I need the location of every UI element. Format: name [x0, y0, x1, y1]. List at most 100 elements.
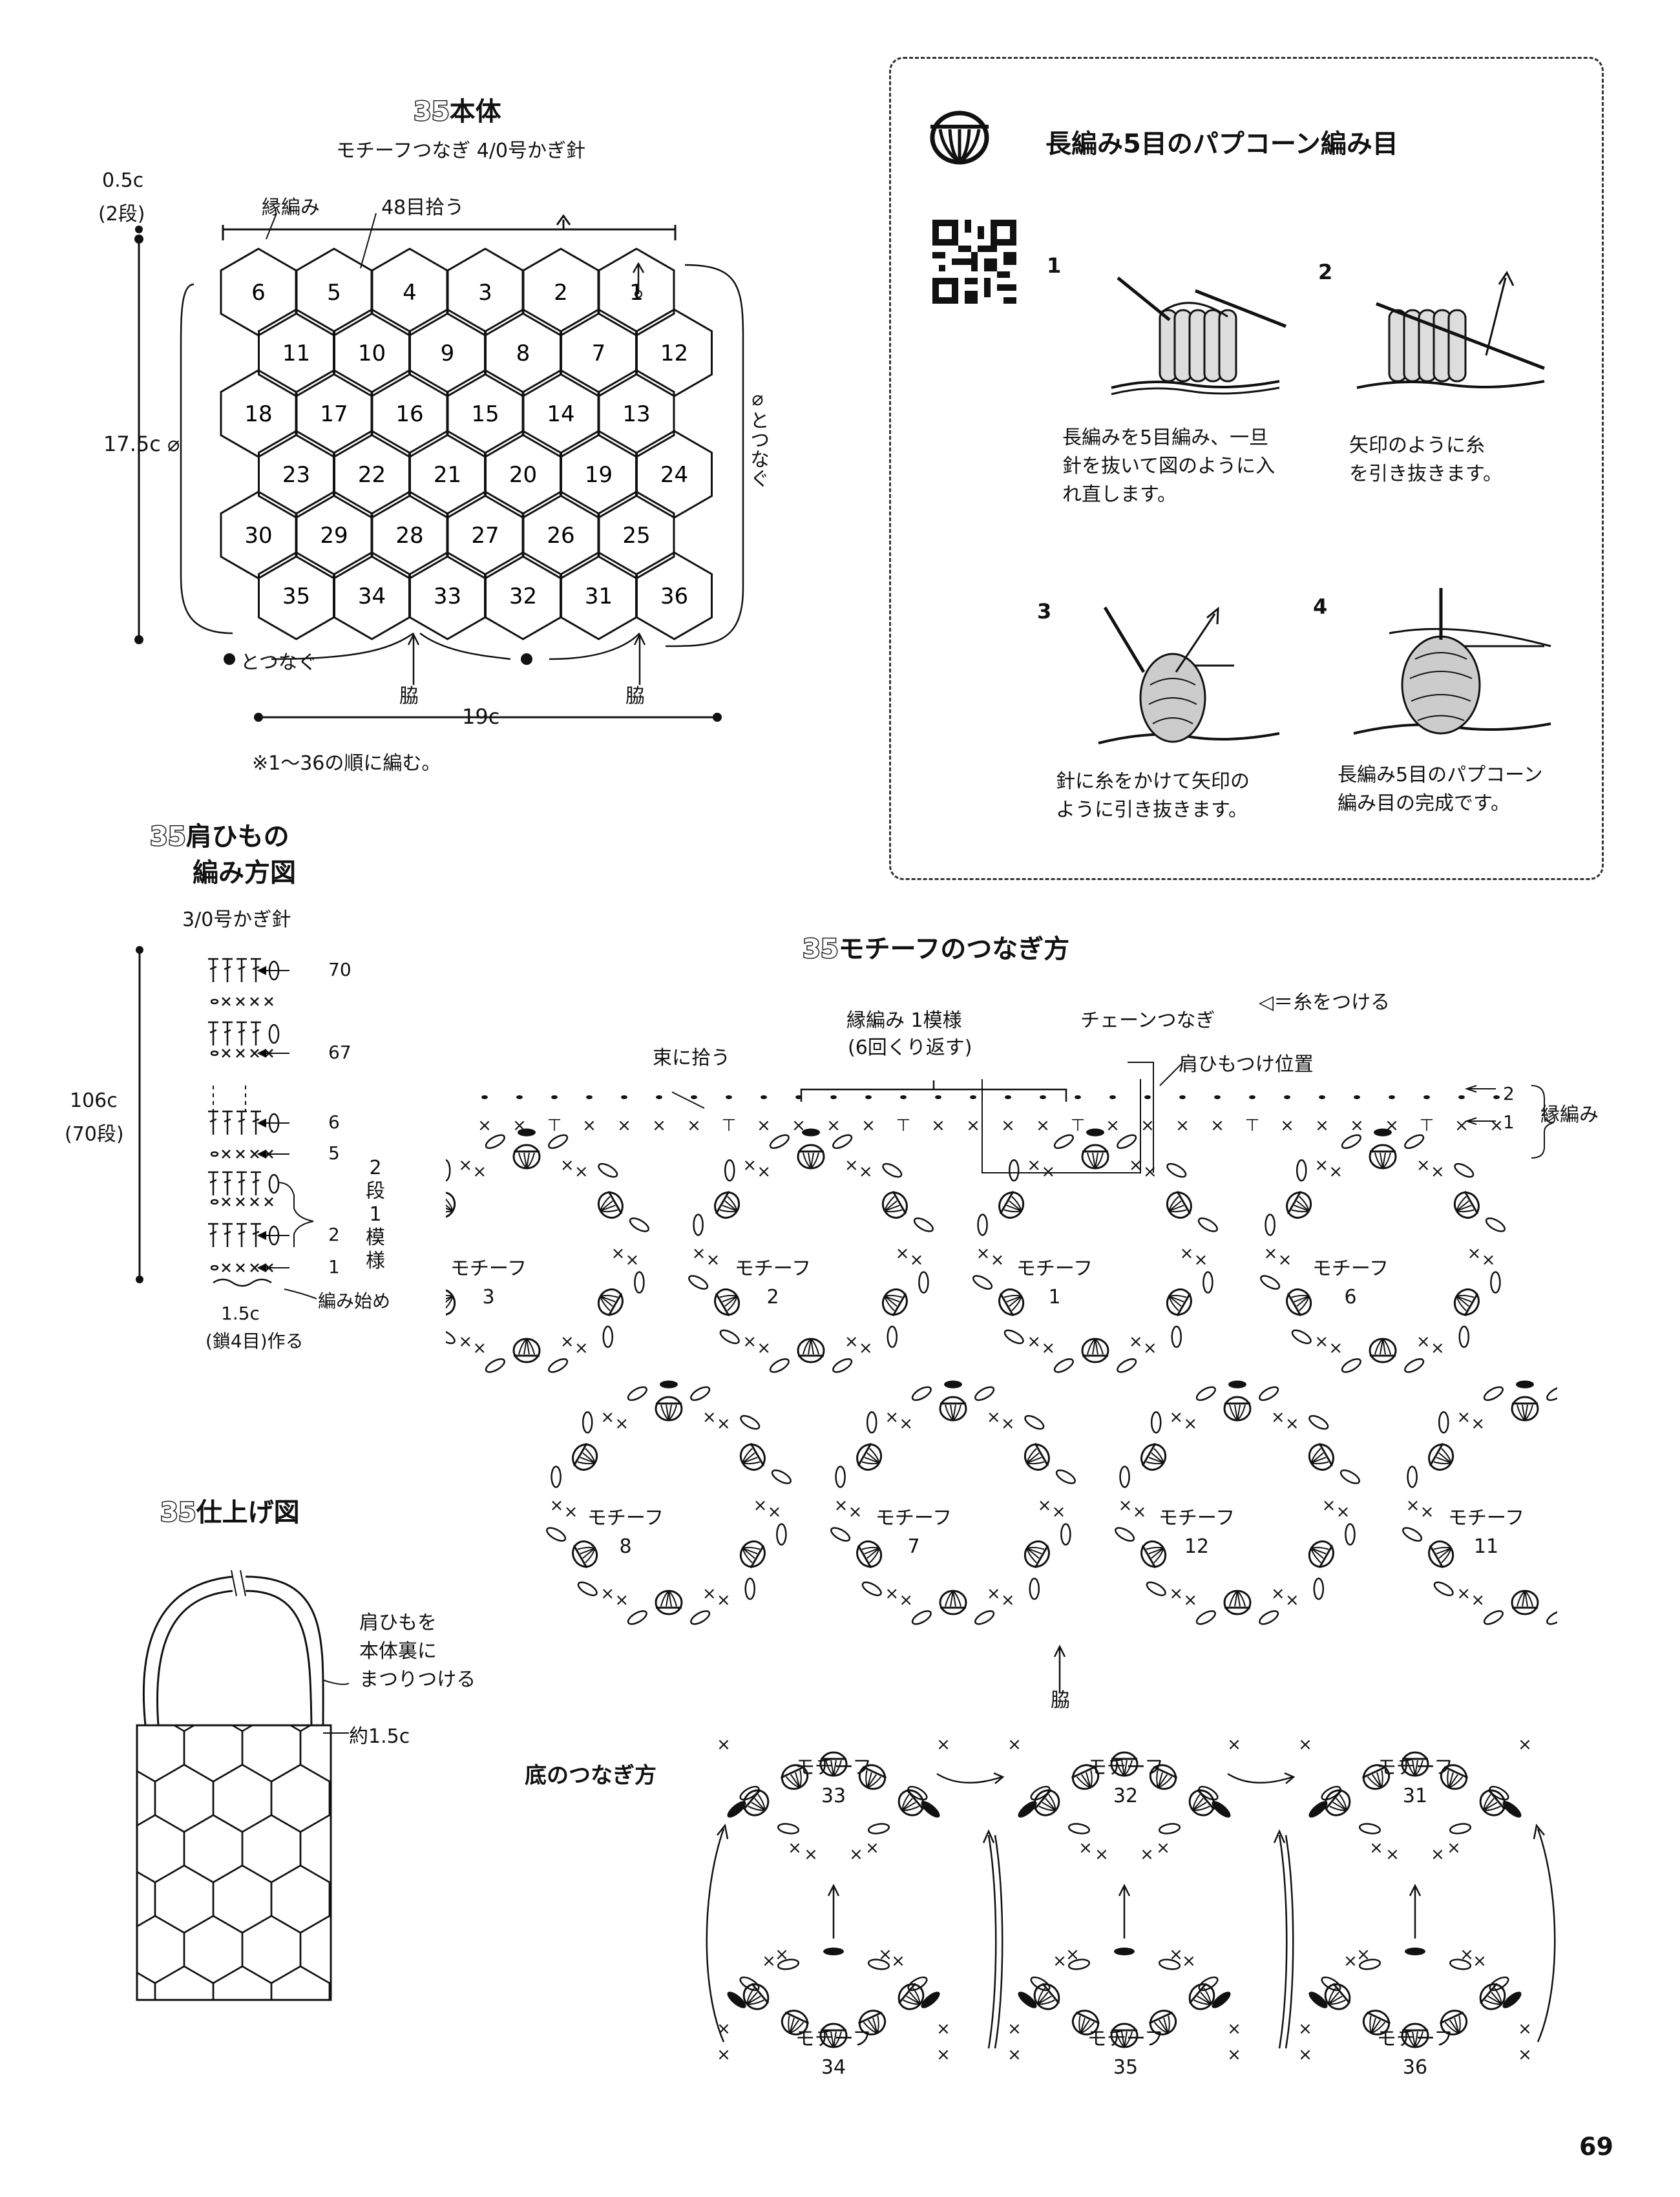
chain-stitch-symbol [1438, 1411, 1449, 1434]
single-crochet-symbol: × [1052, 1502, 1066, 1522]
chain-stitch-symbol [1483, 1386, 1504, 1401]
popcorn-stitch-symbol [572, 1540, 598, 1569]
slip-stitch-symbol [865, 1095, 872, 1099]
motif-word: モチーフ [450, 1257, 527, 1280]
chain-stitch-symbol [1146, 1581, 1166, 1597]
popcorn-stitch-symbol [1110, 1751, 1139, 1777]
finish-note-3: まつりつける [359, 1668, 476, 1691]
single-crochet-symbol: × [550, 1496, 564, 1515]
motif-word: モチーフ [1016, 1257, 1093, 1280]
bottom-motif-top: ×××××××× [1298, 1732, 1532, 1864]
popcorn-stitch-symbol [781, 2010, 810, 2035]
top-dimension: 0.5c [102, 169, 144, 192]
slip-stitch-symbol [1423, 1095, 1430, 1099]
single-crochet-symbol: × [1285, 1414, 1299, 1434]
chain-stitch-symbol [1404, 1358, 1425, 1373]
single-crochet-symbol: × [936, 2045, 950, 2065]
chain-stitch-symbol [887, 1325, 898, 1349]
single-crochet-symbol: × [1328, 1338, 1343, 1358]
hex-motif-number: 34 [358, 583, 386, 609]
popcorn-stitch-symbol [898, 1982, 925, 2010]
bottom-motif-bottom: ×××××××× [1298, 1945, 1532, 2065]
chain-stitch-symbol [629, 1217, 649, 1232]
slip-stitch-symbol [795, 1095, 802, 1099]
popcorn-stitch-symbol [1439, 2010, 1468, 2035]
chain-stitch-symbol [1341, 1358, 1361, 1373]
single-crochet-symbol: × [1007, 2045, 1022, 2065]
step-1-line-3: れ直します。 [1062, 483, 1177, 506]
single-crochet-symbol: × [1416, 1332, 1431, 1351]
hex-motif-number: 21 [434, 462, 461, 488]
single-crochet-symbol: × [1156, 1838, 1170, 1858]
bottom-motif-top: ×××××××× [1007, 1732, 1241, 1864]
slip-stitch-symbol [656, 1095, 662, 1099]
strap-length-rows: (70段) [65, 1123, 124, 1146]
step-1-number: 1 [1047, 253, 1062, 278]
pickup-label: 48目拾う [381, 196, 465, 219]
single-crochet-symbol: × [1456, 1408, 1471, 1427]
single-crochet-symbol: × [1356, 1945, 1370, 1964]
chain-stitch-symbol [1197, 1217, 1218, 1232]
step-4-number: 4 [1313, 594, 1328, 619]
chain-stitch-symbol [1115, 1527, 1135, 1542]
chain-stitch-symbol [1489, 1785, 1509, 1801]
edge-stitch-symbol: ⊤ [722, 1116, 737, 1135]
chain-stitch-symbol [1202, 1271, 1213, 1294]
chain-stitch-symbol [739, 1785, 760, 1801]
chain-stitch-symbol [1358, 1823, 1381, 1834]
hex-motif-number: 31 [585, 583, 613, 609]
chain-stitch-symbol [771, 1469, 792, 1484]
edge-stitch-symbol: × [1350, 1116, 1364, 1135]
bottom-motif-bottom: ×××××××× [1007, 1945, 1241, 2065]
body-section-subtitle: モチーフつなぎ 4/0号かぎ針 [336, 140, 586, 162]
single-crochet-symbol: × [896, 1244, 910, 1263]
joining-title-text: モチーフのつなぎ方 [838, 934, 1070, 964]
bag-hex-cell [154, 1864, 215, 1934]
single-crochet-symbol: × [1385, 1845, 1400, 1864]
step-1-illustration [1111, 277, 1286, 395]
popcorn-stitch-symbol [1148, 2010, 1177, 2035]
bag-hex-cell [241, 1814, 302, 1884]
chain-stitch-symbol [1404, 1134, 1425, 1149]
motif-word: モチーフ [1447, 1507, 1525, 1529]
single-crochet-symbol: × [991, 1250, 1005, 1270]
chain-stitch-symbol [1489, 1976, 1509, 1992]
single-crochet-symbol: × [1169, 1584, 1183, 1603]
popcorn-stitch-symbol [1440, 1764, 1469, 1790]
popcorn-stitch-symbol [1453, 1190, 1480, 1219]
chain-stitch-symbol [1053, 1358, 1074, 1373]
chain-stitch-symbol [1067, 1959, 1091, 1970]
edge-stitch-symbol: × [1489, 1116, 1504, 1135]
single-crochet-symbol: × [845, 1332, 859, 1351]
chain-stitch-symbol [1321, 1976, 1341, 1992]
chain-stitch-symbol [548, 1358, 569, 1373]
chain-stitch-symbol [1341, 1134, 1361, 1149]
slip-stitch-symbol [551, 1095, 558, 1099]
edge-row-2: 2 [1503, 1083, 1515, 1104]
popcorn-stitch-symbol [1286, 1190, 1312, 1219]
motif-word: モチーフ [1376, 2028, 1454, 2050]
chain-stitch-symbol [777, 1959, 800, 1970]
hex-motif-number: 9 [441, 341, 455, 366]
single-crochet-symbol: × [775, 1945, 789, 1964]
single-crochet-symbol: × [1027, 1156, 1041, 1175]
hex-motif-number: 3 [478, 280, 492, 306]
chain-stitch-symbol [907, 1976, 928, 1992]
chain-stitch-symbol [776, 1523, 787, 1546]
chain-stitch-symbol [627, 1610, 647, 1625]
chain-stitch-symbol [1030, 1976, 1051, 1992]
chain-stitch-symbol [769, 1358, 790, 1373]
order-note: ※1〜36の順に編む。 [252, 752, 441, 775]
motif-joining-chart: ××⊤××××⊤××××⊤××××⊤××××⊤××××⊤×× ×××××××××… [446, 1062, 1557, 1693]
edge-stitch-symbol: × [1210, 1116, 1224, 1135]
strap-position-label: 肩ひもつけ位置 [1179, 1053, 1314, 1076]
chain-stitch-symbol [866, 1411, 877, 1434]
hex-motif-number: 14 [547, 401, 574, 427]
single-crochet-symbol: × [1180, 1244, 1194, 1263]
chain-stitch-symbol [1150, 1411, 1162, 1434]
hex-motif-number: 25 [622, 523, 650, 549]
hex-motif-number: 16 [395, 401, 423, 427]
